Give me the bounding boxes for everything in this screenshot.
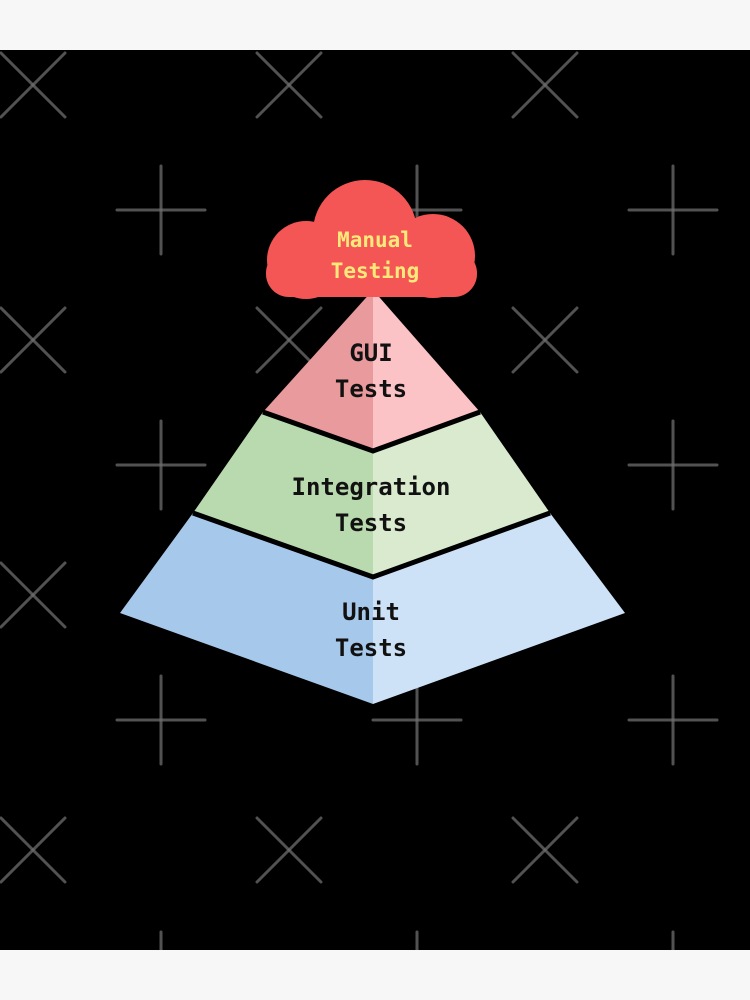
unit-tests-left-face [120, 513, 373, 704]
watermark-x-stroke [255, 51, 323, 119]
watermark-x-stroke [511, 306, 579, 374]
gui-tests-label-line2: Tests [335, 375, 407, 403]
integration-tests-label-line2: Tests [335, 509, 407, 537]
cloud-label-line2: Testing [331, 259, 420, 283]
test-pyramid-diagram: Unit Tests Integration Tests GUI Tests [0, 51, 719, 950]
cloud-shape [266, 180, 477, 299]
poster-canvas: Unit Tests Integration Tests GUI Tests [0, 50, 750, 950]
cloud-label-line1: Manual [337, 228, 413, 252]
manual-testing-cloud: Manual Testing [266, 180, 477, 299]
integration-tests-left-face [193, 412, 373, 577]
watermark-x-stroke [255, 306, 323, 374]
integration-tests-label-line1: Integration [292, 473, 451, 501]
watermark-x-stroke [0, 306, 67, 374]
watermark-x-stroke [0, 816, 67, 884]
layer-gui-tests: GUI Tests [263, 290, 480, 451]
layer-unit-tests: Unit Tests [120, 513, 625, 704]
unit-tests-label-line1: Unit [342, 598, 400, 626]
unit-tests-label-line2: Tests [335, 634, 407, 662]
watermark-x-stroke [0, 561, 67, 629]
watermark-x-stroke [255, 816, 323, 884]
divider-integration-unit [192, 510, 551, 580]
divider-gui-integration [262, 409, 481, 454]
unit-tests-right-face [373, 513, 625, 704]
watermark-x-stroke [511, 51, 579, 119]
watermark-x-stroke [0, 51, 67, 119]
gui-tests-label-line1: GUI [349, 339, 392, 367]
integration-tests-right-face [373, 412, 550, 577]
layer-integration-tests: Integration Tests [193, 412, 550, 577]
watermark-x-stroke [511, 816, 579, 884]
gui-tests-left-face [263, 290, 373, 451]
gui-tests-right-face [373, 290, 480, 451]
